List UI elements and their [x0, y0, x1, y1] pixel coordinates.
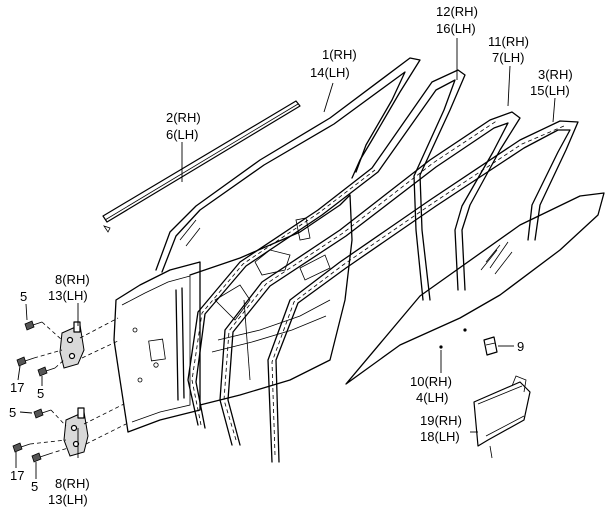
callout-bolt: 5	[9, 405, 16, 420]
callout-1-14: 1(RH) 14(LH)	[310, 47, 357, 80]
callout-lh: 4(LH)	[416, 390, 449, 405]
callout-lh: 18(LH)	[420, 429, 460, 444]
callout-rh: 8(RH)	[55, 476, 90, 491]
callout-11-7: 11(RH) 7(LH)	[488, 34, 529, 65]
hinge-bolt	[31, 452, 50, 463]
door-weatherstrip-inner	[219, 111, 521, 446]
hinge-bolt	[37, 366, 56, 377]
callout-lh: 14(LH)	[310, 65, 350, 80]
callout-lh: 13(LH)	[48, 288, 88, 303]
door-belt-moulding	[102, 100, 301, 233]
callout-rh: 3(RH)	[538, 67, 573, 82]
door-hinge-lower	[63, 407, 89, 457]
callout-rh: 19(RH)	[420, 413, 462, 428]
callout-rh: 1(RH)	[322, 47, 357, 62]
hinge-bolt	[12, 442, 31, 453]
hinge-bolt	[33, 408, 52, 419]
callout-bolt: 5	[31, 479, 38, 494]
hinge-bolt	[24, 320, 43, 331]
callout-bolt: 17	[10, 468, 24, 483]
callout-bolt: 5	[20, 289, 27, 304]
callout-bolt: 5	[37, 386, 44, 401]
callout-lh: 7(LH)	[492, 50, 525, 65]
callout-19-18: 19(RH) 18(LH)	[420, 413, 462, 444]
hinge-bolt	[16, 356, 35, 367]
door-hinge-upper	[59, 321, 85, 369]
callout-lh: 15(LH)	[530, 83, 570, 98]
door-panel	[113, 57, 421, 433]
door-glass	[345, 192, 605, 385]
door-glass-run-channel	[187, 69, 466, 429]
callout-clip: 9	[517, 339, 524, 354]
callout-rh: 8(RH)	[55, 272, 90, 287]
callout-8-13-upper: 8(RH) 13(LH)	[48, 272, 90, 303]
callout-lh: 6(LH)	[166, 127, 199, 142]
callout-rh: 12(RH)	[436, 4, 478, 19]
window-regulator-cover	[473, 375, 531, 459]
callout-12-16: 12(RH) 16(LH)	[436, 4, 478, 36]
callout-rh: 2(RH)	[166, 110, 201, 125]
callout-bolt: 17	[10, 380, 24, 395]
callout-2-6: 2(RH) 6(LH)	[166, 110, 201, 142]
leader-lines	[77, 38, 556, 458]
callout-10-4: 10(RH) 4(LH)	[410, 374, 452, 405]
callout-3-15: 3(RH) 15(LH)	[530, 67, 573, 98]
callout-lh: 16(LH)	[436, 21, 476, 36]
callout-8-13-lower: 8(RH) 13(LH)	[48, 476, 90, 507]
glass-clip	[483, 336, 498, 356]
callout-rh: 11(RH)	[488, 34, 529, 49]
door-weatherstrip-outer	[267, 120, 579, 463]
callout-rh: 10(RH)	[410, 374, 452, 389]
callout-lh: 13(LH)	[48, 492, 88, 507]
